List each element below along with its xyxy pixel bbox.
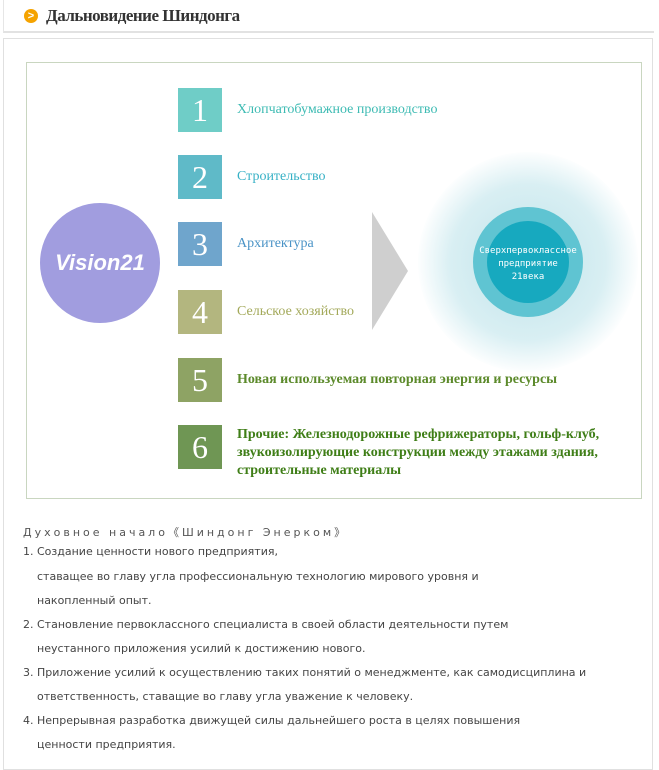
vision-diagram — [26, 62, 642, 499]
spirit-line: накопленный опыт. — [37, 594, 152, 607]
section-header: > Дальновидение Шиндонга — [3, 0, 654, 33]
item-number-box: 6 — [178, 425, 222, 469]
spirit-line: 3. Приложение усилий к осуществлению так… — [23, 666, 587, 679]
vision21-circle: Vision21 — [40, 203, 160, 323]
goal-line: предприятие — [498, 259, 558, 269]
spirit-line: 1. Создание ценности нового предприятия, — [23, 545, 278, 558]
goal-line: 21века — [511, 272, 545, 282]
item-label: Архитектура — [237, 236, 314, 251]
item-number-box: 3 — [178, 222, 222, 266]
item-label: Прочие: Железнодорожные рефрижераторы, г… — [237, 427, 600, 478]
item-label: Сельское хозяйство — [237, 304, 355, 319]
item-number-box: 1 — [178, 88, 222, 132]
item-number-box: 4 — [178, 290, 222, 334]
spirit-line: неустанного приложения усилий к достижен… — [37, 642, 366, 655]
page-title: Дальновидение Шиндонга — [46, 6, 240, 25]
spirit-line: 4. Непрерывная разработка движущей силы … — [23, 714, 521, 727]
spirit-line: 2. Становление первоклассного специалист… — [23, 618, 509, 631]
spirit-line: ценности предприятия. — [37, 738, 176, 751]
spirit-title: Духовное начало《Шиндонг Энерком》 — [23, 526, 349, 539]
goal-line: Сверхпервоклассное — [479, 246, 577, 256]
spirit-line: ответственность, ставащие во главу угла … — [37, 690, 414, 703]
arrow-right-icon — [372, 212, 408, 330]
item-number-box: 5 — [178, 358, 222, 402]
item-label: Хлопчатобумажное производство — [237, 102, 438, 117]
chevron-right-circle-icon: > — [24, 9, 38, 23]
spirit-line: ставащее во главу угла профессиональную … — [37, 570, 479, 583]
item-label: Строительство — [237, 169, 326, 184]
item-label: Новая используемая повторная энергия и р… — [237, 372, 558, 387]
goal-core — [487, 221, 569, 303]
goal-text: Сверхпервоклассное предприятие 21века — [473, 245, 583, 284]
item-number-box: 2 — [178, 155, 222, 199]
